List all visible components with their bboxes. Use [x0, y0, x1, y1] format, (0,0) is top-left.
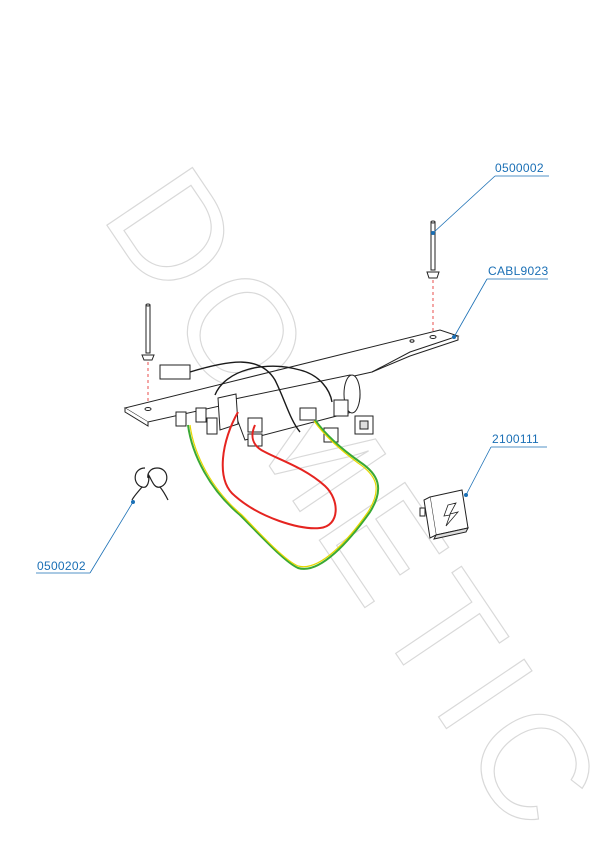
black-wire-loop	[214, 365, 333, 403]
callout-label-0500202: 0500202	[37, 559, 86, 573]
rocker-switch	[419, 489, 469, 540]
rivet-left	[141, 303, 155, 404]
wire-harness	[159, 361, 380, 570]
callout-0500202[interactable]: 0500202	[36, 500, 135, 574]
callout-CABL9023[interactable]: CABL9023	[452, 264, 548, 339]
callout-0500002[interactable]: 0500002	[431, 161, 549, 235]
rivet-right	[426, 220, 440, 332]
yellow-wire	[189, 420, 377, 568]
red-wire	[221, 411, 337, 530]
black-wire	[189, 361, 301, 433]
wire-connector	[159, 364, 191, 380]
mounting-bracket	[123, 329, 460, 427]
ignitor-housing	[175, 374, 374, 447]
callout-label-0500002: 0500002	[495, 161, 544, 175]
green-wire	[187, 419, 380, 570]
wire-clip	[131, 467, 169, 501]
dometic-watermark: DOMETIC	[73, 139, 601, 849]
callout-label-2100111: 2100111	[492, 432, 539, 446]
callout-label-CABL9023: CABL9023	[488, 264, 548, 278]
callout-2100111[interactable]: 2100111	[464, 432, 547, 497]
